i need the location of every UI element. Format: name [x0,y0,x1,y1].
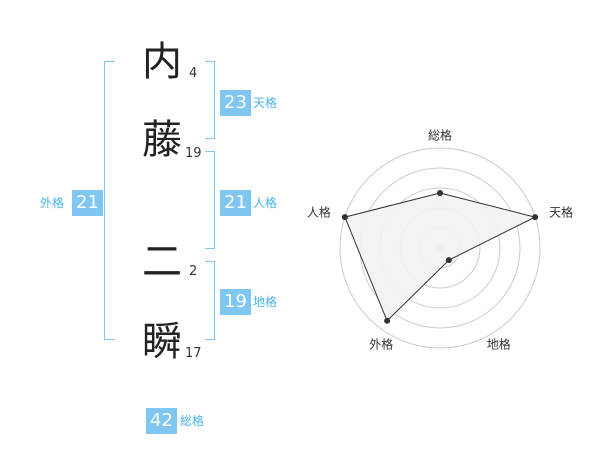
radar-point-1 [532,214,539,221]
radar-point-2 [445,257,452,264]
gaikaku-label: 外格 [40,196,65,210]
stroke-count-2: 19 [185,146,202,161]
radar-polygon [344,192,537,322]
name-char-2: 藤 [142,117,182,163]
chikaku-label: 地格 [253,295,278,309]
chikaku-value: 19 [220,289,251,315]
radar-axis-label-1: 天格 [549,205,573,220]
jinkaku-label: 人格 [253,196,278,210]
radar-axis-label-2: 地格 [487,336,511,351]
soukaku-label: 総格 [180,414,205,428]
radar-point-3 [384,317,391,324]
tenkaku-bracket [205,61,215,139]
radar-ring-5 [339,147,541,349]
name-char-4: 瞬 [142,319,182,365]
stroke-count-3: 2 [189,264,198,279]
radar-point-4 [341,214,348,221]
gaikaku-bracket [104,61,115,340]
chikaku-bracket [205,261,215,340]
radar-axis-label-3: 外格 [369,336,393,351]
gaikaku-value: 21 [72,190,103,216]
jinkaku-value: 21 [220,190,251,216]
radar-point-0 [437,190,443,196]
name-char-3: 二 [142,239,182,285]
radar-axis-label-4: 人格 [307,205,331,220]
soukaku-value: 42 [146,408,177,434]
tenkaku-label: 天格 [253,96,278,110]
stroke-count-4: 17 [185,346,202,361]
radar-axis-label-0: 総格 [428,128,452,143]
tenkaku-value: 23 [220,90,251,116]
name-char-1: 内 [142,39,182,85]
stroke-count-1: 4 [189,66,198,81]
jinkaku-bracket [205,151,215,249]
